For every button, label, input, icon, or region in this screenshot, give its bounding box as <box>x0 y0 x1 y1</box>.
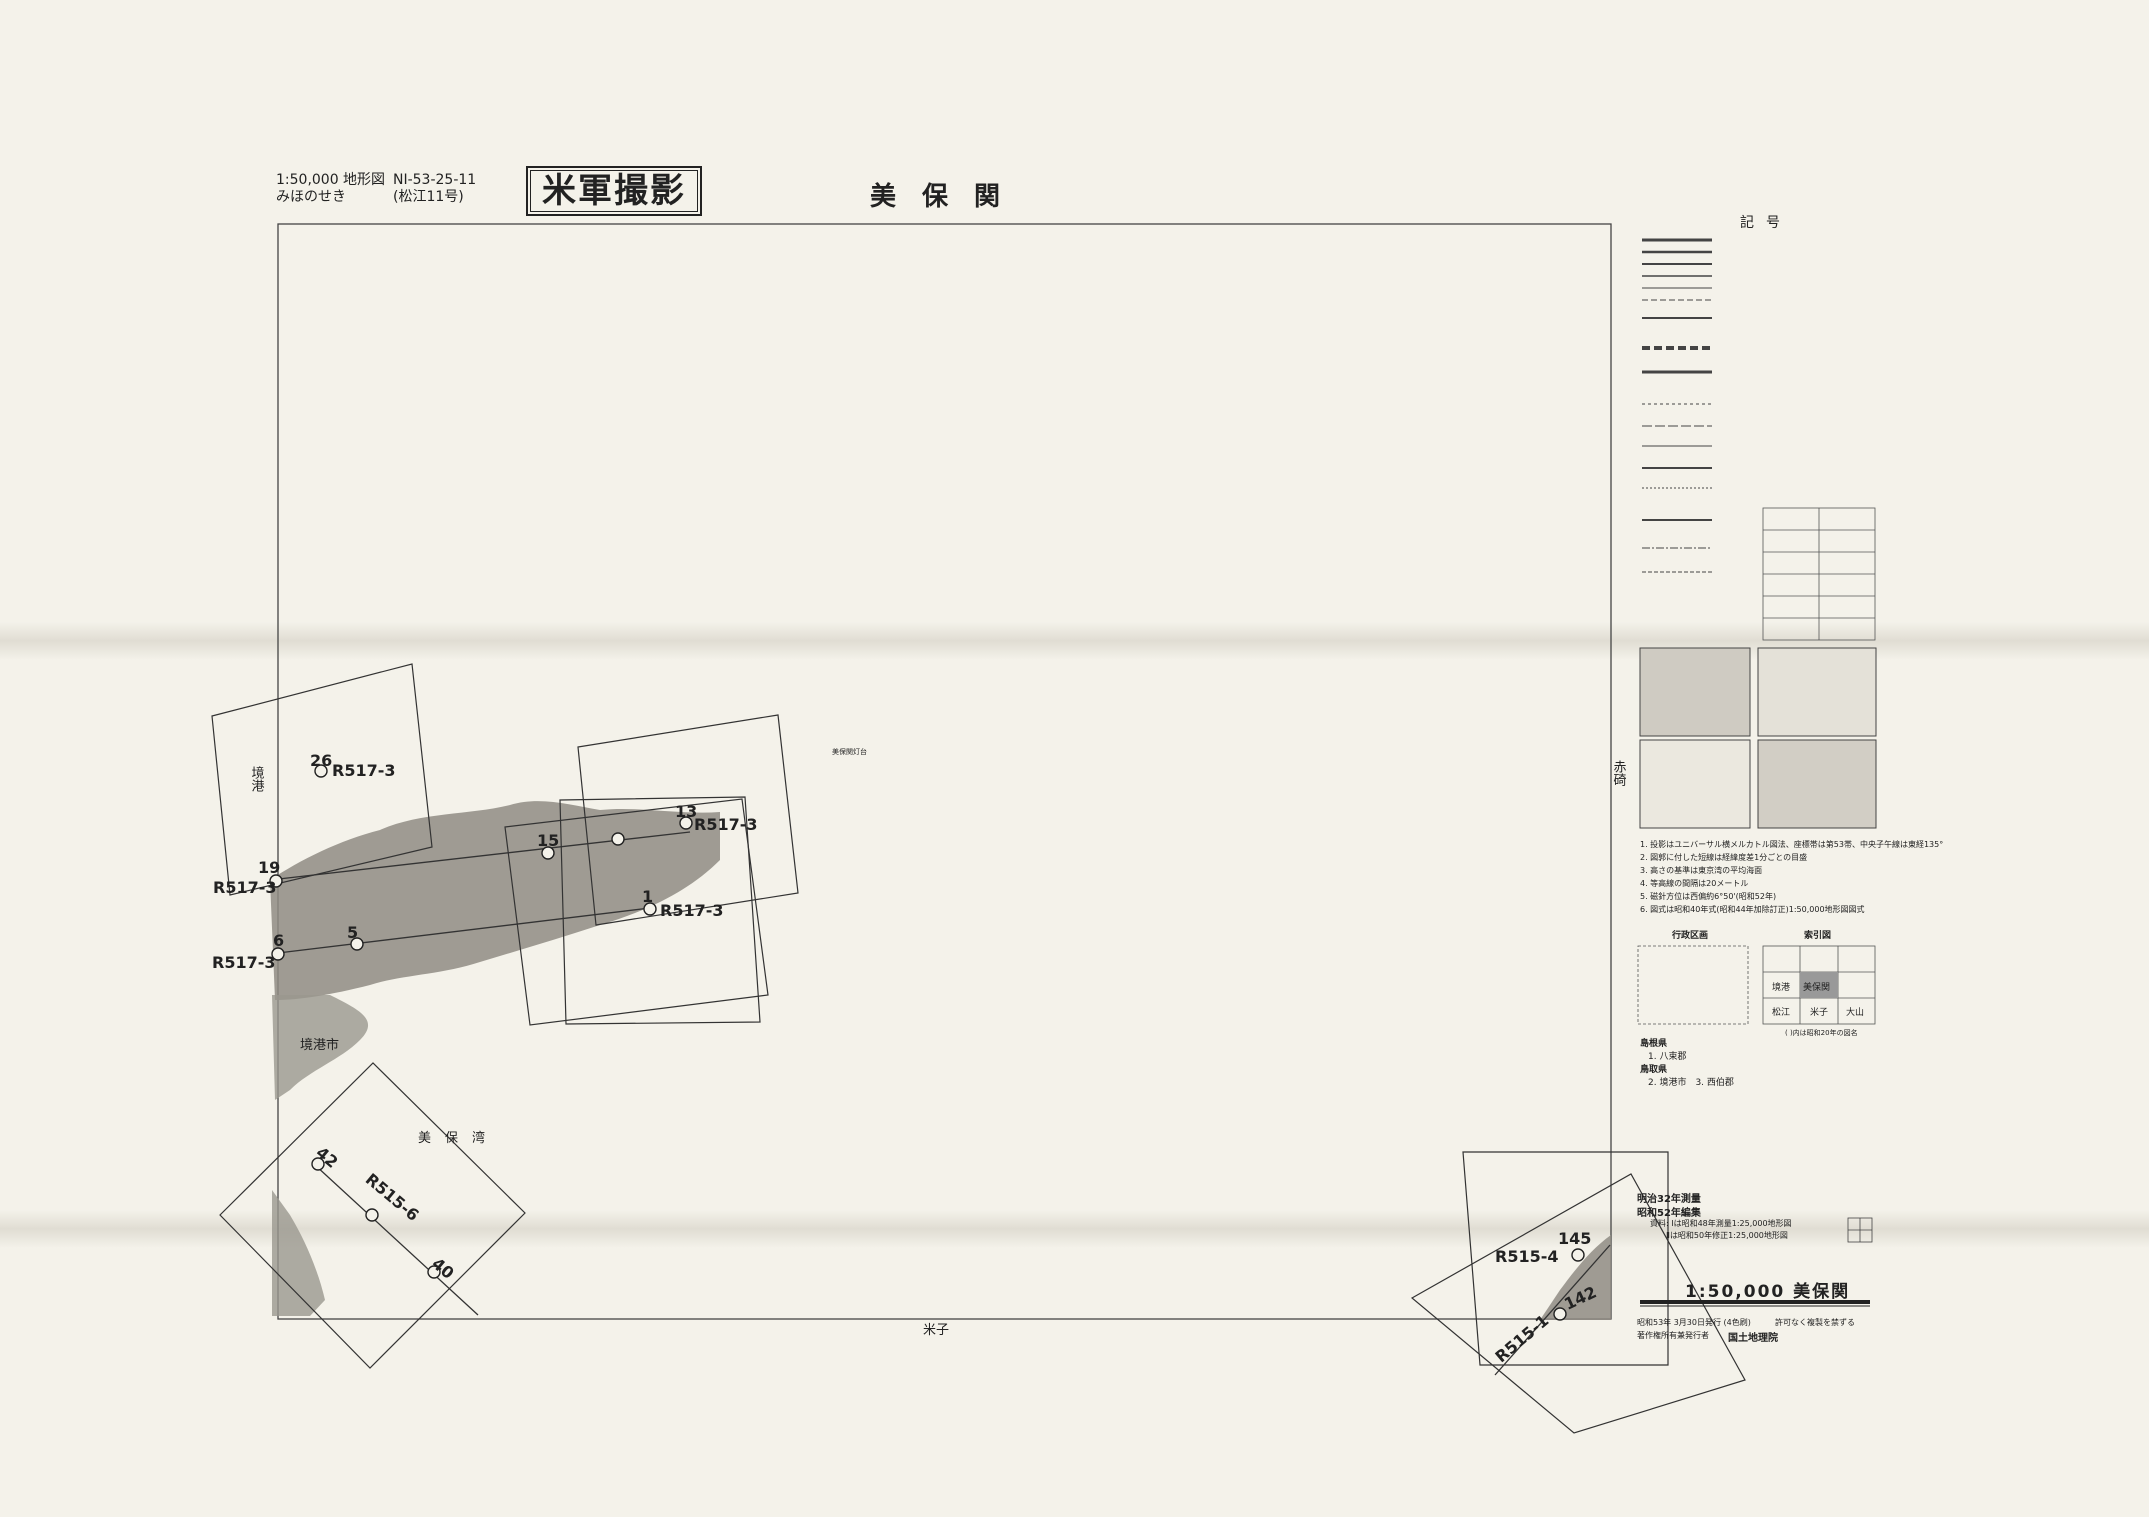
place-label-miho-bay: 美保湾 <box>418 1130 499 1146</box>
photo-id-label: 5 <box>347 923 358 942</box>
legend-note: 5. 磁針方位は西偏約6°50'(昭和52年) <box>1640 892 1777 901</box>
fold-crease <box>0 1210 2149 1248</box>
sheet-index-cell: 米子 <box>1810 1006 1828 1018</box>
photo-center-marker <box>1553 1307 1567 1321</box>
photo-id-label: 6 <box>273 931 284 950</box>
legend-note: 3. 高さの基準は東京湾の平均海面 <box>1640 866 1763 875</box>
peninsula-land <box>270 801 720 1000</box>
admin-map-title: 行政区画 <box>1672 931 1709 941</box>
place-label-south-margin: 米子 <box>923 1323 949 1338</box>
neat-line <box>277 223 1612 1320</box>
photo-run-label: R517-3 <box>694 815 758 834</box>
photo-run-label: R517-3 <box>660 901 724 920</box>
photo-center-marker <box>679 816 693 830</box>
photo-footprint <box>1410 1173 1746 1434</box>
photo-footprint <box>211 663 433 896</box>
publisher: 国土地理院 <box>1728 1333 1778 1344</box>
photo-center-marker <box>350 937 364 951</box>
photo-footprint <box>1462 1151 1669 1366</box>
place-label-lighthouse: 美保関灯台 <box>832 747 867 756</box>
photo-footprint <box>219 1062 526 1369</box>
legend-notes: 1. 投影はユニバーサル横メルカトル図法、座標帯は第53帯、中央子午線は東経13… <box>1640 838 1943 916</box>
prefecture-name: 島根県 <box>1640 1039 1668 1049</box>
yumigahama-land <box>272 1190 325 1316</box>
photo-center-marker <box>271 947 285 961</box>
place-label-sakaiminato-port: 境港 <box>249 766 265 792</box>
photo-center-marker <box>1571 1248 1585 1262</box>
survey-date: 明治32年測量 <box>1637 1194 1701 1205</box>
flight-line <box>1494 1244 1611 1376</box>
sheet-index-cell: 境港 <box>1772 981 1790 993</box>
flight-line <box>277 907 651 954</box>
photo-center-marker <box>541 846 555 860</box>
sheet-index-cell: 大山 <box>1846 1006 1864 1018</box>
photo-center-marker <box>314 764 328 778</box>
photo-id-label: 19 <box>258 858 280 877</box>
east-coast-land <box>1540 1235 1611 1320</box>
photo-run-label: R517-3 <box>213 878 277 897</box>
photo-center-marker <box>311 1157 325 1171</box>
photo-id-label: 26 <box>310 751 332 770</box>
photo-center-marker <box>643 902 657 916</box>
photo-center-marker <box>611 832 625 846</box>
photo-center-marker <box>365 1208 379 1222</box>
sheet-index-map <box>1762 945 1876 1025</box>
legend-note: 4. 等高線の間隔は20メートル <box>1640 879 1749 888</box>
legend-note: 1. 投影はユニバーサル横メルカトル図法、座標帯は第53帯、中央子午線は東経13… <box>1640 840 1944 849</box>
legend-note: 6. 図式は昭和40年式(昭和44年加除訂正)1:50,000地形図図式 <box>1640 905 1865 914</box>
sheet-index-cell: 美保関 <box>1803 981 1830 993</box>
map-title: 美保関 <box>870 182 1027 212</box>
flight-line <box>314 1164 479 1316</box>
photo-center-marker <box>269 874 283 888</box>
photo-id-label: 13 <box>675 802 697 821</box>
photo-id-label: 145 <box>1558 1229 1591 1248</box>
series-number: (松江11号) <box>393 189 464 205</box>
copy-warning: 許可なく複製を禁ずる <box>1775 1318 1855 1327</box>
admin-boundary-map <box>1637 945 1749 1025</box>
sheet-reading: みほのせき <box>276 189 346 205</box>
photo-id-label: 1 <box>642 887 653 906</box>
legend-sample-map <box>1639 647 1751 737</box>
index-map-note: ( )内は昭和20年の図名 <box>1785 1029 1858 1037</box>
photo-footprint <box>577 714 799 926</box>
sheet-code: NI-53-25-11 <box>393 172 477 188</box>
legend-note: 2. 図郭に付した短線は経緯度差1分ごとの目盛 <box>1640 853 1808 862</box>
prefecture-name: 鳥取県 <box>1640 1065 1668 1075</box>
photo-footprint <box>559 796 761 1025</box>
index-map-title: 索引図 <box>1804 931 1832 941</box>
us-army-photo-stamp: 米軍撮影 <box>526 166 702 216</box>
legend-sample-map <box>1757 647 1877 737</box>
publisher-label: 著作権所有兼発行者 <box>1637 1331 1709 1340</box>
photo-footprint <box>504 798 769 1026</box>
prefecture-items: 1. 八束郡 <box>1648 1052 1687 1062</box>
scale-label: 1:50,000 地形図 <box>276 172 386 188</box>
photo-run-label: R517-3 <box>332 761 396 780</box>
source-note: Ⅱは昭和50年修正1:25,000地形図 <box>1666 1231 1788 1240</box>
issue-date: 昭和53年 3月30日発行 (4色刷) <box>1637 1318 1751 1327</box>
legend-sample-map <box>1639 739 1751 829</box>
prefecture-items: 2. 境港市 3. 西伯郡 <box>1648 1078 1734 1088</box>
sheet-index-cell: 松江 <box>1772 1006 1790 1018</box>
photo-center-marker <box>427 1265 441 1279</box>
legend-sample-map <box>1757 739 1877 829</box>
photo-run-label: R517-3 <box>212 953 276 972</box>
source-note: 資料: Ⅰは昭和48年測量1:25,000地形図 <box>1650 1219 1792 1228</box>
sheet-index-current <box>1800 972 1838 998</box>
sakaiminato-land <box>272 995 369 1100</box>
edit-date: 昭和52年編集 <box>1637 1208 1701 1219</box>
photo-id-label: 15 <box>537 831 559 850</box>
place-label-sakaiminato-city: 境港市 <box>300 1037 339 1053</box>
photo-run-label: R515-4 <box>1495 1247 1559 1266</box>
legend-side-label: 赤碕 <box>1611 760 1627 786</box>
legend-title: 記号 <box>1740 215 1792 231</box>
footer-scale-title: 1:50,000 美保関 <box>1685 1282 1851 1302</box>
